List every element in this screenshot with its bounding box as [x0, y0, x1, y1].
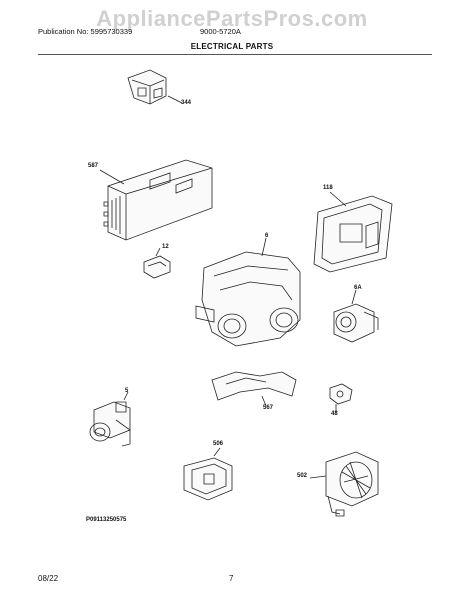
part-5-drawing — [90, 392, 130, 446]
callout-12: 12 — [162, 244, 169, 250]
part-587-drawing — [100, 160, 212, 240]
model-number: 9000-5720A — [200, 27, 241, 36]
part-6-drawing — [196, 238, 300, 346]
callout-502: 502 — [297, 473, 308, 479]
callout-5: 5 — [125, 388, 129, 394]
callout-48: 48 — [331, 411, 338, 417]
watermark: AppliancePartsPros.com — [96, 6, 368, 31]
callout-587: 587 — [88, 163, 99, 169]
part-344-drawing — [128, 70, 182, 104]
callout-506: 506 — [213, 441, 224, 447]
publication-number: Publication No: 5995730339 — [38, 27, 133, 36]
header-divider — [38, 54, 432, 55]
part-567-drawing — [212, 372, 296, 406]
page-number: 7 — [229, 574, 234, 583]
part-12-drawing — [144, 248, 170, 278]
callout-6A: 6A — [354, 285, 362, 291]
part-506-drawing — [184, 448, 232, 500]
page-title: ELECTRICAL PARTS — [190, 42, 274, 51]
part-118-drawing — [314, 192, 392, 272]
figure-id: P09113250575 — [86, 517, 127, 523]
callout-6: 6 — [265, 233, 269, 239]
part-6A-drawing — [334, 290, 378, 342]
part-502-drawing — [310, 452, 378, 516]
callout-118: 118 — [323, 185, 333, 191]
part-48-drawing — [330, 384, 352, 412]
callout-567: 567 — [263, 405, 274, 411]
footer-date: 08/22 — [38, 574, 59, 583]
callout-344: 344 — [181, 100, 192, 106]
